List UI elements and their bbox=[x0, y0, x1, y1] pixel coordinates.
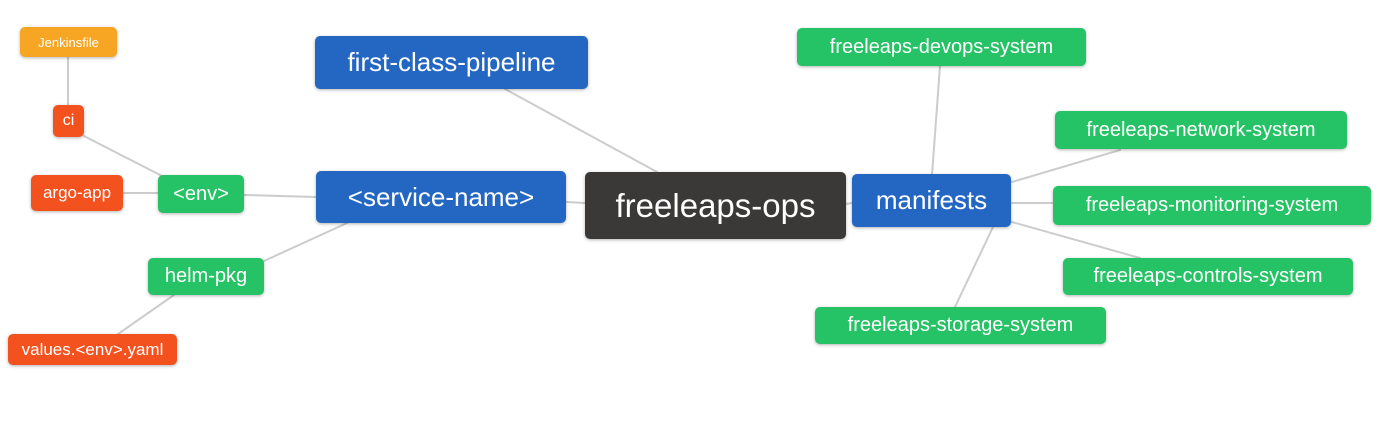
node-freeleaps-controls-system[interactable]: freeleaps-controls-system bbox=[1063, 258, 1353, 295]
node-manifests[interactable]: manifests bbox=[852, 174, 1011, 227]
node-env[interactable]: <env> bbox=[158, 175, 244, 213]
node-jenkinsfile[interactable]: Jenkinsfile bbox=[20, 27, 117, 57]
edge-manifests-network bbox=[1011, 149, 1121, 183]
node-service-name[interactable]: <service-name> bbox=[316, 171, 566, 223]
edge-ops-manifests bbox=[845, 202, 853, 205]
node-first-class-pipeline[interactable]: first-class-pipeline bbox=[315, 36, 588, 89]
edge-helmpkg-servicename bbox=[263, 222, 348, 262]
node-ci[interactable]: ci bbox=[53, 105, 84, 137]
node-freeleaps-devops-system[interactable]: freeleaps-devops-system bbox=[797, 28, 1086, 66]
node-freeleaps-storage-system[interactable]: freeleaps-storage-system bbox=[815, 307, 1106, 344]
node-helm-pkg[interactable]: helm-pkg bbox=[148, 258, 264, 295]
node-freeleaps-monitoring-system[interactable]: freeleaps-monitoring-system bbox=[1053, 186, 1371, 225]
edge-pipeline-ops bbox=[504, 88, 658, 173]
edge-manifests-storage bbox=[954, 226, 994, 308]
edge-env-servicename bbox=[243, 194, 317, 198]
node-freeleaps-network-system[interactable]: freeleaps-network-system bbox=[1055, 111, 1347, 149]
node-argo-app[interactable]: argo-app bbox=[31, 175, 123, 211]
edge-servicename-ops bbox=[565, 201, 586, 204]
node-values-env-yaml[interactable]: values.<env>.yaml bbox=[8, 334, 177, 365]
edge-values-helmpkg bbox=[117, 294, 175, 335]
edge-manifests-devops bbox=[931, 65, 941, 176]
edge-ci-env bbox=[83, 135, 163, 177]
node-freeleaps-ops-root[interactable]: freeleaps-ops bbox=[585, 172, 846, 239]
edge-manifests-controls bbox=[1011, 221, 1141, 259]
